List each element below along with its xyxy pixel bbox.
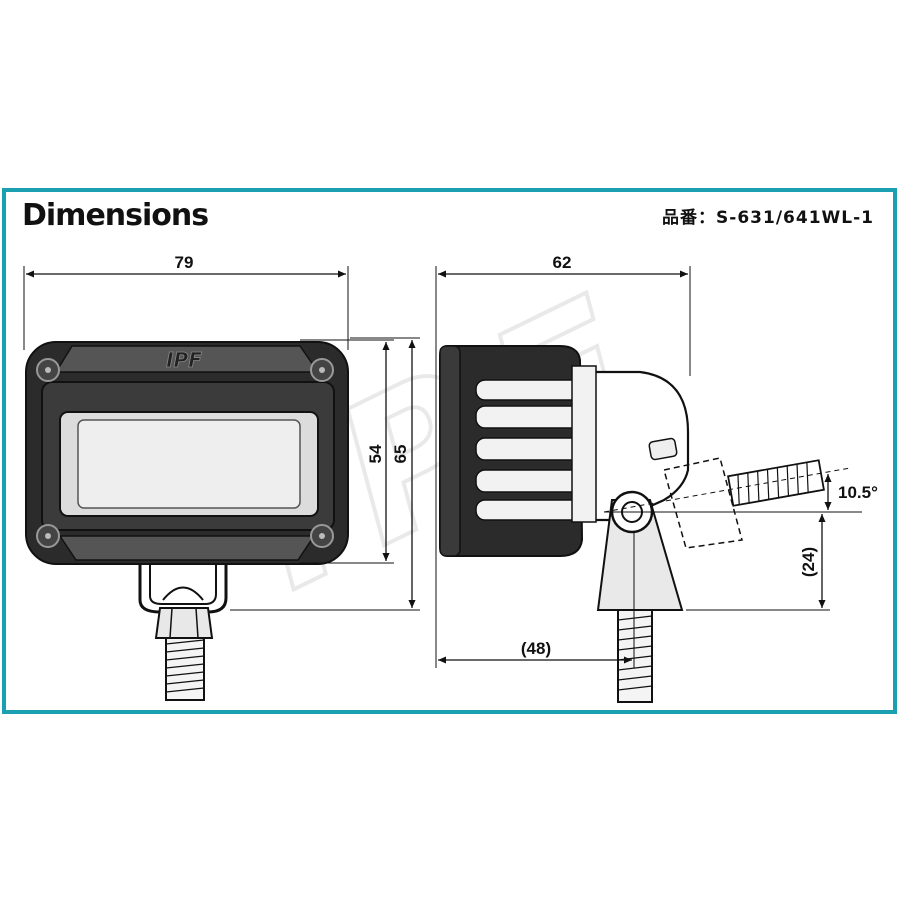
front-view: IPF 79 54 xyxy=(23,253,420,701)
dim-stud-height: (24) xyxy=(799,547,818,577)
dim-width-79: 79 xyxy=(175,253,194,272)
bolt-front xyxy=(165,637,205,701)
nut-front xyxy=(154,607,214,639)
page-title: Dimensions xyxy=(22,198,209,233)
bracket-side xyxy=(572,370,690,522)
side-view: 10.5° (24) 62 (48) xyxy=(435,253,878,703)
dim-lens-height-54: 54 xyxy=(366,444,385,463)
logo-text: IPF xyxy=(166,348,202,372)
dim-tilt-angle: 10.5° xyxy=(838,483,878,502)
dim-depth-62: 62 xyxy=(553,253,572,272)
tilted-stud xyxy=(663,457,825,549)
part-number: 品番：S-631/641WL-1 xyxy=(662,208,874,228)
dim-mount-offset: (48) xyxy=(521,639,551,658)
dim-total-height-65: 65 xyxy=(391,445,410,464)
